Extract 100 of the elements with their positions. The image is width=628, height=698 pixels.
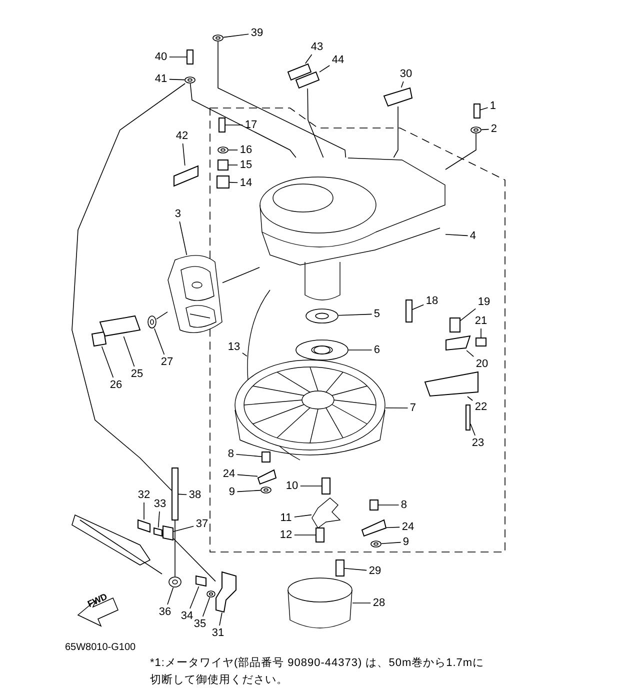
callout-number: 14 [239,177,253,189]
leader-line [182,143,186,166]
callout-number: 40 [154,51,168,63]
ring-outline [306,308,338,324]
callout-number: 9 [228,486,236,498]
part-outline [218,160,228,170]
leader-line [378,504,400,506]
callout-number: 16 [239,144,253,156]
callout-number: 3 [174,208,182,220]
part-outline [476,338,486,346]
part-outline [370,500,378,510]
part-drawing [234,360,386,456]
callout-number: 36 [158,606,172,618]
part-outline [361,519,387,537]
callout-number: 21 [474,315,488,327]
callout-number: 32 [137,489,151,501]
leader-line [467,396,473,401]
ring-outline [260,486,272,494]
callout-number: 19 [477,296,491,308]
ring-outline [168,576,182,588]
part-outline [474,104,480,118]
callout-number: 42 [175,130,189,142]
callout-number: 27 [160,356,174,368]
leader-line [412,304,424,310]
leader-line [173,526,194,532]
guide-line [218,41,346,158]
callout-number: 23 [471,437,485,449]
leader-line [228,164,238,166]
part-outline [257,469,277,485]
part-outline [466,404,470,430]
callout-number: 24 [222,468,236,480]
part-outline [162,525,174,541]
part-outline [446,335,471,351]
callout-number: 37 [195,518,209,530]
leader-line [294,514,312,518]
leader-line [154,328,165,355]
part-outline [99,315,141,337]
callout-number: 1 [489,100,497,112]
guide-line [156,312,168,320]
leader-line [169,56,187,58]
callout-number: 31 [211,627,225,639]
part-drawing [312,498,341,529]
callout-number: 28 [372,597,386,609]
part-drawing [168,255,222,334]
leader-line [338,314,372,316]
part-drawing [288,578,352,628]
callout-number: 6 [373,344,381,356]
leader-line [294,534,316,536]
leader-line [225,124,243,126]
leader-line [319,65,330,72]
leader-line [381,542,402,544]
leader-line [352,602,371,604]
callout-number: 5 [373,308,381,320]
guide-line [222,267,260,284]
guide-line [445,133,476,170]
callout-number: 15 [239,159,253,171]
leader-line [190,586,200,609]
callout-number: 25 [130,368,144,380]
part-outline [186,50,194,64]
callout-number: 30 [399,68,413,80]
part-outline [138,519,150,533]
callout-number: 38 [188,489,202,501]
callout-number: 39 [250,27,264,39]
part-outline [154,527,162,537]
leader-line [344,568,367,571]
part-outline [174,165,198,187]
guide-line [190,83,296,158]
ring-outline [206,590,216,598]
part-outline [216,176,230,188]
part-outline [450,318,460,332]
callout-number: 26 [109,379,123,391]
part-outline [287,63,312,81]
part-outline [172,468,178,520]
leader-line [466,350,474,357]
part-outline [91,331,107,347]
guide-line [174,520,176,577]
callout-number: 43 [310,41,324,53]
callout-number: 8 [227,448,235,460]
leader-line [242,352,248,357]
ring-outline [470,126,482,134]
part-outline [383,87,413,107]
leader-line [460,308,476,321]
part-outline [216,571,236,613]
leader-line [178,494,187,495]
ring-outline [148,316,156,328]
leader-line [202,597,210,617]
ring-outline [212,34,224,42]
leader-line [400,81,404,88]
figure-code: 65W8010-G100 [65,642,136,653]
part-outline [218,118,226,132]
leader-line [470,424,476,436]
part-outline [316,528,324,542]
callout-number: 10 [285,480,299,492]
callout-number: 13 [227,341,241,353]
part-outline [295,71,320,89]
leader-line [179,221,188,256]
callout-number: 20 [475,358,489,370]
leader-line [480,328,482,338]
leader-line [223,34,249,38]
leader-line [236,490,261,492]
